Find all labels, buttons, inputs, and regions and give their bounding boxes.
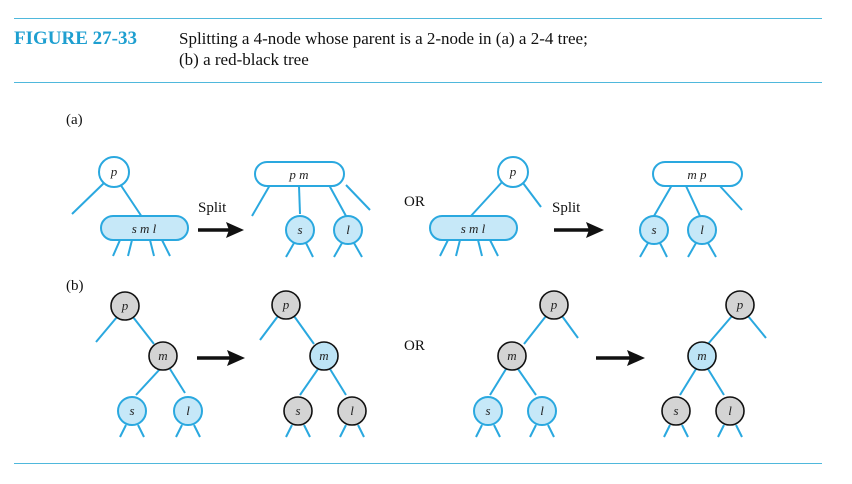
svg-text:l: l bbox=[728, 403, 732, 418]
node-b2-p bbox=[271, 290, 301, 320]
svg-text:s: s bbox=[297, 222, 302, 237]
split-label-1: Split bbox=[198, 200, 227, 216]
svg-text:s m l: s m l bbox=[132, 221, 157, 236]
bottom-rule bbox=[14, 463, 822, 464]
node-b1-l bbox=[173, 396, 203, 426]
svg-text:s: s bbox=[295, 403, 300, 418]
svg-text:m: m bbox=[158, 348, 167, 363]
node-b4-l bbox=[715, 396, 745, 426]
node-a4-l bbox=[687, 215, 717, 245]
svg-text:l: l bbox=[540, 403, 544, 418]
arrow-a2 bbox=[554, 222, 604, 238]
svg-text:s: s bbox=[129, 403, 134, 418]
tree-a1: p s m l bbox=[71, 156, 189, 257]
node-b4-p bbox=[725, 290, 755, 320]
caption-line-1: Splitting a 4-node whose parent is a 2-n… bbox=[179, 29, 588, 48]
svg-text:s: s bbox=[673, 403, 678, 418]
node-a2-l bbox=[333, 215, 363, 245]
node-b3-s bbox=[473, 396, 503, 426]
node-a2-pm bbox=[254, 161, 345, 187]
node-a4-s bbox=[639, 215, 669, 245]
node-b2-m bbox=[309, 341, 339, 371]
caption-line-2: (b) a red-black tree bbox=[179, 50, 309, 69]
arrow-b2 bbox=[596, 350, 645, 366]
svg-text:s m l: s m l bbox=[461, 221, 486, 236]
svg-text:l: l bbox=[700, 222, 704, 237]
tree-a2: p m s l bbox=[251, 161, 371, 258]
svg-text:m: m bbox=[319, 348, 328, 363]
node-b3-l bbox=[527, 396, 557, 426]
tree-a3: p s m l bbox=[429, 156, 542, 257]
node-b1-p bbox=[110, 291, 140, 321]
svg-text:l: l bbox=[350, 403, 354, 418]
svg-text:m p: m p bbox=[687, 167, 707, 182]
or-label-a: OR bbox=[404, 194, 425, 210]
svg-text:m: m bbox=[697, 348, 706, 363]
panel-b-label: (b) bbox=[66, 278, 84, 294]
node-b4-s bbox=[661, 396, 691, 426]
node-a1-p bbox=[98, 156, 130, 188]
tree-b2: p m s l bbox=[259, 290, 367, 438]
svg-text:p: p bbox=[509, 164, 517, 179]
arrow-b1 bbox=[197, 350, 245, 366]
node-a4-mp bbox=[652, 161, 743, 187]
svg-text:p m: p m bbox=[288, 167, 308, 182]
node-b3-p bbox=[539, 290, 569, 320]
or-label-b: OR bbox=[404, 338, 425, 354]
svg-text:p: p bbox=[736, 297, 744, 312]
svg-text:l: l bbox=[346, 222, 350, 237]
node-a3-p bbox=[497, 156, 529, 188]
node-b1-s bbox=[117, 396, 147, 426]
split-label-2: Split bbox=[552, 200, 581, 216]
node-b1-m bbox=[148, 341, 178, 371]
svg-text:p: p bbox=[550, 297, 558, 312]
svg-text:s: s bbox=[485, 403, 490, 418]
panel-a-label: (a) bbox=[66, 112, 83, 128]
node-a3-sml bbox=[429, 215, 518, 241]
tree-b3: p m s l bbox=[473, 290, 579, 438]
svg-text:s: s bbox=[651, 222, 656, 237]
tree-b1: p m s l bbox=[95, 291, 203, 438]
node-a2-s bbox=[285, 215, 315, 245]
tree-a4: m p s l bbox=[639, 161, 743, 258]
svg-text:m: m bbox=[507, 348, 516, 363]
svg-text:p: p bbox=[282, 297, 290, 312]
figure-number: FIGURE 27-33 bbox=[14, 28, 137, 49]
top-rule bbox=[14, 18, 822, 19]
node-b3-m bbox=[497, 341, 527, 371]
node-b2-l bbox=[337, 396, 367, 426]
svg-text:l: l bbox=[186, 403, 190, 418]
node-b4-m bbox=[687, 341, 717, 371]
node-b2-s bbox=[283, 396, 313, 426]
svg-text:p: p bbox=[110, 164, 118, 179]
tree-b4: p m s l bbox=[661, 290, 767, 438]
svg-text:p: p bbox=[121, 298, 129, 313]
arrow-a1 bbox=[198, 222, 244, 238]
node-a1-sml bbox=[100, 215, 189, 241]
caption-rule bbox=[14, 82, 822, 83]
